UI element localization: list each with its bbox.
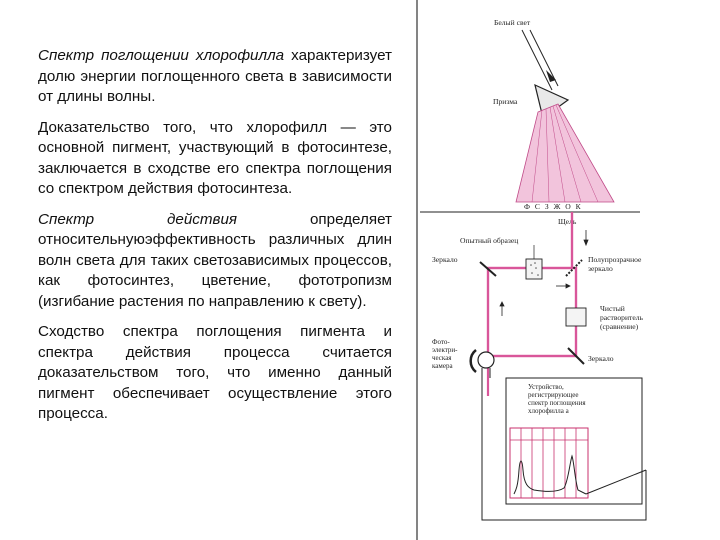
white-light-ray xyxy=(521,29,559,91)
beam-arrows xyxy=(499,230,589,316)
term-absorption-spectrum: Спектр поглощении хлорофилла xyxy=(38,47,285,64)
photocell xyxy=(477,351,495,369)
text-column: Спектр поглощении хлорофилла характеризу… xyxy=(38,46,392,435)
solvent-label-3: (сравнение) xyxy=(600,322,639,331)
paragraph-chlorophyll-evidence: Доказательство того, что хлорофилл — это… xyxy=(38,118,392,200)
left-mirror-label: Зеркало xyxy=(432,255,458,264)
term-action-spectrum: Спектр действия xyxy=(38,210,238,228)
solvent-label-2: растворитель xyxy=(600,313,644,322)
absorption-spectrum-definition: характеризует долю энергии поглощенного … xyxy=(38,47,392,105)
solvent-cuvette xyxy=(565,307,587,327)
paragraph-conclusion: Сходство спектра поглощения пигмента и с… xyxy=(38,322,392,425)
device-label-4: хлорофилла а xyxy=(528,407,570,415)
semi-transparent-mirror xyxy=(565,259,583,277)
sample-dots xyxy=(530,262,539,276)
sample-cuvette xyxy=(525,258,543,280)
pen-arm xyxy=(585,469,647,495)
paragraph-absorption-spectrum: Спектр поглощении хлорофилла характеризу… xyxy=(38,46,392,108)
photocell-label-3: ческая xyxy=(432,354,452,362)
chlorophyll-evidence-text: Доказательство того, что хлорофилл — это… xyxy=(38,118,392,198)
spectrum-letters: Ф С З Ж О К xyxy=(524,202,582,211)
photocell-label-2: электри- xyxy=(432,346,458,354)
left-mirror xyxy=(479,261,497,277)
right-mirror xyxy=(567,347,585,365)
spectrophotometer-diagram: Белый свет Призма Ф С З Ж О К Щель Опытн… xyxy=(416,0,647,540)
spectrum-fan xyxy=(515,103,615,203)
right-mirror-label: Зеркало xyxy=(588,354,614,363)
semi-mirror-label-2: зеркало xyxy=(588,264,613,273)
slit-label: Щель xyxy=(558,217,577,226)
recorder-wires xyxy=(481,368,647,521)
beam-path-main xyxy=(486,212,576,358)
device-label-2: регистрирующее xyxy=(528,391,578,399)
photocell-housing xyxy=(469,349,477,373)
white-light-label: Белый свет xyxy=(494,18,531,27)
photocell-label-1: Фото- xyxy=(432,338,450,346)
conclusion-text: Сходство спектра поглощения пигмента и с… xyxy=(38,323,392,422)
absorption-curve xyxy=(513,454,587,495)
device-label-3: спектр поглощения xyxy=(528,399,586,407)
sample-label: Опытный образец xyxy=(460,236,518,245)
prism-label: Призма xyxy=(493,97,518,106)
solvent-label-1: Чистый xyxy=(600,304,625,313)
photocell-label-4: камера xyxy=(432,362,453,370)
semi-mirror-label-1: Полупрозрачное xyxy=(588,255,642,264)
spectrum-fan-lines xyxy=(531,104,599,203)
paragraph-action-spectrum: Спектр действия определяет относительную… xyxy=(38,210,392,313)
device-label-1: Устройство, xyxy=(528,383,564,391)
action-spectrum-definition: определяет относительнуюэффективность ра… xyxy=(38,210,392,310)
